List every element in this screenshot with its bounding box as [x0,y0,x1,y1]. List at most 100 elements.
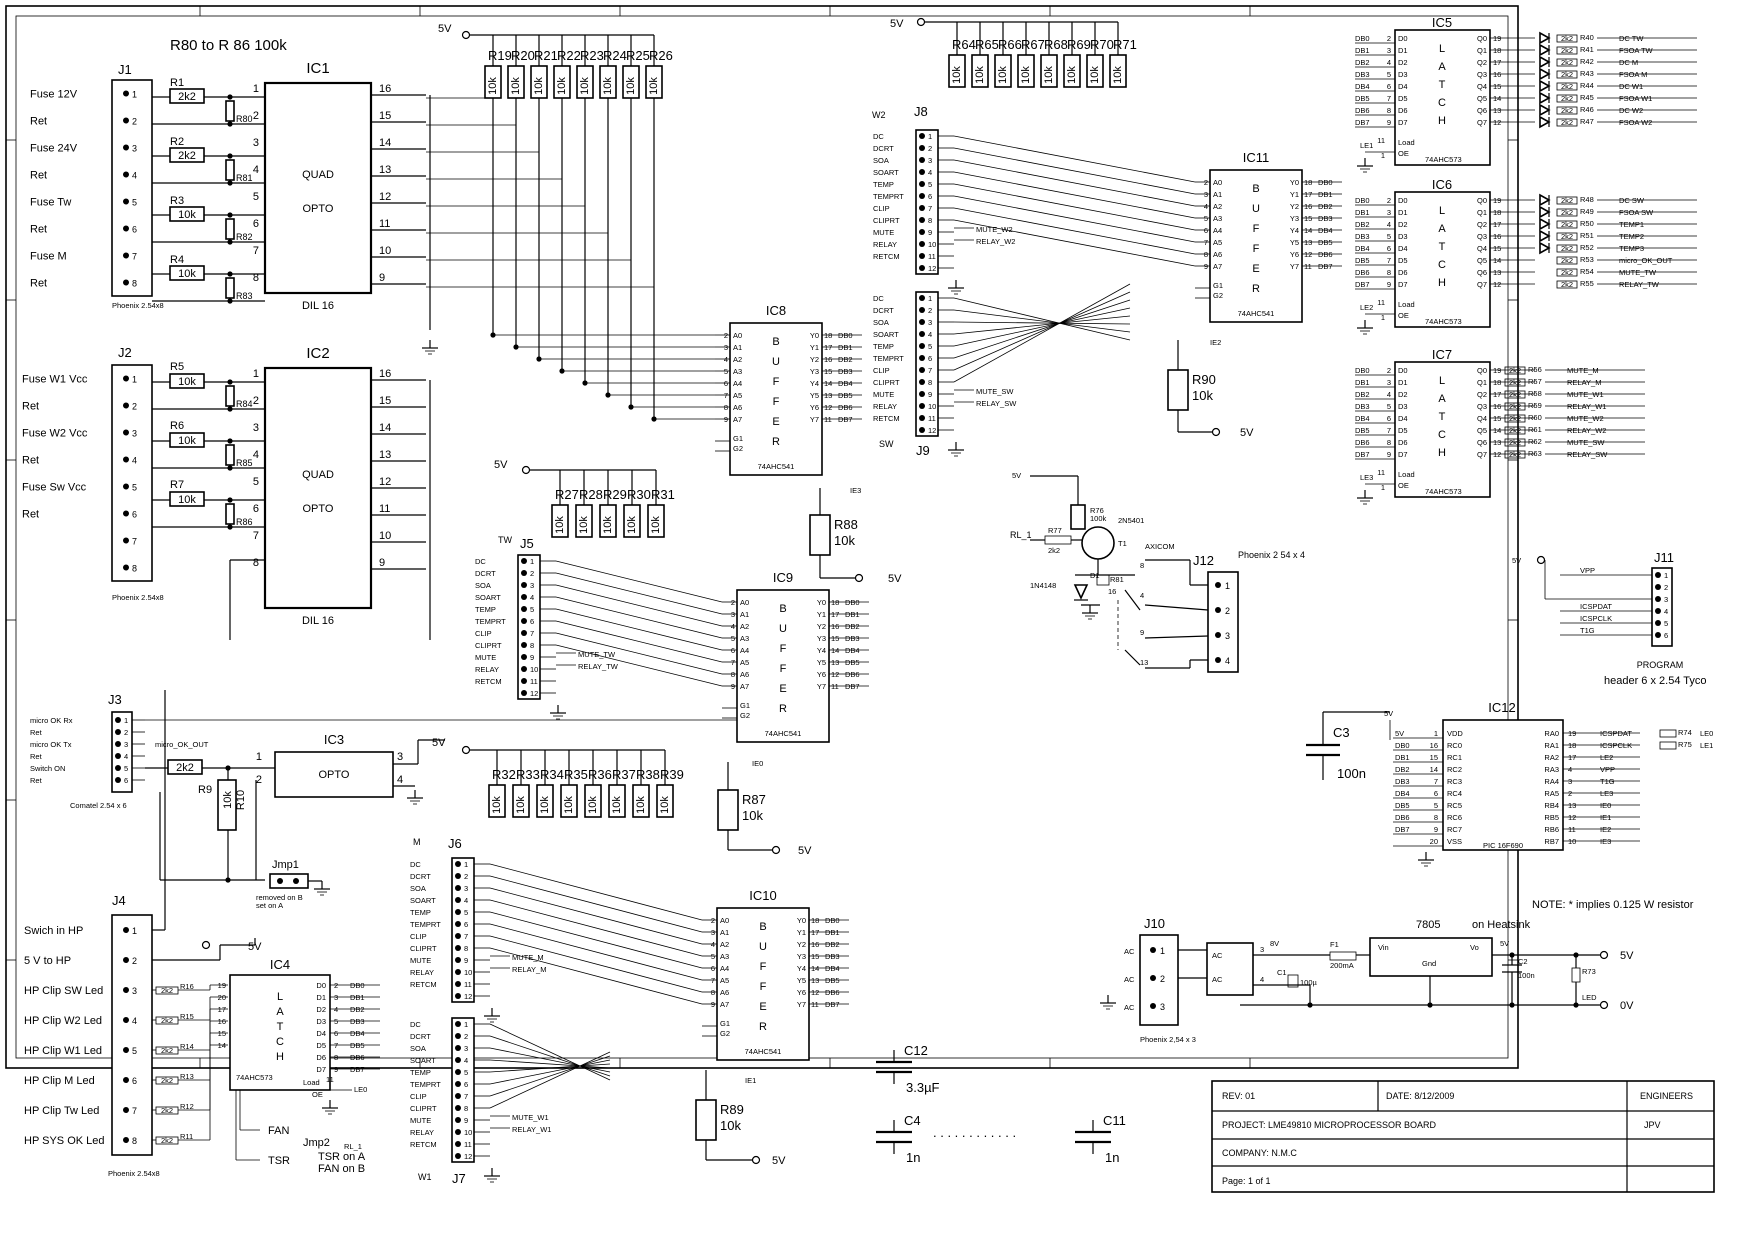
connector-label: Fuse 24V [30,143,78,155]
pin-number: 2 [530,569,534,578]
pin-name: D7 [1398,450,1408,459]
connector-pin [455,1153,461,1159]
pin-number: 2 [1664,583,1668,592]
pin-number: 13 [831,658,839,667]
capacitor-ref: C2 [1518,957,1528,966]
resistor-ref: R13 [180,1072,194,1081]
resistor-value: 10k [515,796,527,814]
net-label: MUTE_SW [1567,438,1605,447]
pin-number: 9 [711,1000,715,1009]
regulator-name: 7805 [1416,919,1440,931]
resistor-r68 [1040,54,1058,88]
pin-name: OE [1398,149,1409,158]
ic-letter: C [1438,97,1446,109]
pin-name: D1 [1398,208,1408,217]
bus-label: DB3 [1355,70,1370,79]
connector-prefix: M [413,837,421,847]
resistor-value: 2k2 [161,986,173,995]
signal-label: CLIP [410,1092,427,1101]
connector-pin [123,564,129,571]
resistor-value: 2k2 [176,762,194,774]
power-label: 5V [798,845,812,857]
resistor-ref: R85 [236,458,253,468]
pin-number: 12 [811,988,819,997]
signal-label: DCRT [410,1032,431,1041]
pin-number: 5 [464,1068,468,1077]
junction-dot [1427,1002,1433,1008]
connector-pin [455,1069,461,1075]
ic-name: IC12 [1488,700,1515,715]
resistor-value: 10k [974,66,986,84]
connector-pin [115,777,121,783]
resistor-r39 [656,784,674,818]
resistor-value: 10k [539,796,551,814]
signal-label: RETCM [873,252,900,261]
resistor-ref: R53 [1580,255,1594,264]
pin-number: 10 [1568,837,1576,846]
pin-number: 12 [464,1152,472,1161]
pin-number: 6 [724,379,728,388]
pin-number: 8 [724,403,728,412]
pin-number: 11 [379,503,390,515]
pin-number: 6 [464,920,468,929]
signal-label: SOA [873,318,889,327]
pin-name: Q4 [1477,82,1487,91]
bus-label: DB4 [350,1029,365,1038]
signal-label: DCRT [410,872,431,881]
wire [489,887,703,945]
pin-number: 6 [334,1029,338,1038]
junction-dot [1307,1002,1313,1008]
bus-label: DB6 [838,403,853,412]
resistor-ref: R32 [492,767,516,782]
signal-label: TEMP [873,342,894,351]
connector-pin [1655,584,1661,590]
pin-number: 16 [379,83,391,95]
bus-label: DB1 [845,610,860,619]
pin-number: 8 [132,1136,137,1146]
pin-number: 14 [811,964,819,973]
pin-name: D6 [1398,268,1408,277]
resistor-value: 2k2 [1561,256,1573,265]
pin-number: 6 [530,617,534,626]
net-label: RELAY_TW [1619,280,1660,289]
connector-pin [1215,632,1221,638]
resistor-r37 [608,784,626,818]
connector-pin [919,217,925,223]
pin-number: 11 [464,980,472,989]
ic-label: OPTO [303,503,334,515]
connector-name: J8 [914,104,928,119]
ic-letter: A [1438,61,1446,73]
connector-pin [455,993,461,999]
resistor-value: 10k [1066,66,1078,84]
bus-label: DB5 [825,976,840,985]
connector-pin [1215,607,1221,613]
pin-number: 4 [124,752,128,761]
connector-pin [455,1045,461,1051]
resistor-ref: R22 [557,48,581,63]
pin-name: RC5 [1447,801,1462,810]
pin-number: 5 [928,180,932,189]
pin-number: 15 [379,395,391,407]
connector-pin [919,367,925,373]
pin-name: A7 [740,682,749,691]
resistor-value: 100k [1090,514,1107,523]
bus-label: DB5 [1318,238,1333,247]
pin-name: Y4 [1290,226,1299,235]
ic-ic5 [1394,29,1491,166]
bus-label: DB2 [1355,58,1370,67]
pin-number: 14 [824,379,832,388]
pin-name: G1 [720,1019,730,1028]
wire [489,1059,611,1069]
pin-number: 3 [464,1044,468,1053]
pin-number: 2 [928,144,932,153]
signal-label: SOART [410,896,436,905]
power-label: 5V [1500,939,1509,948]
ic-package: DIL 16 [302,300,334,312]
pin-number: 9 [379,272,385,284]
bus-label: DB0 [350,981,365,990]
pin-number: 11 [811,1000,819,1009]
resistor-r24 [599,65,617,99]
bus-label: DB6 [1355,268,1370,277]
resistor-ref: R58 [1528,389,1542,398]
connector-label: Fuse W2 Vcc [22,428,88,440]
